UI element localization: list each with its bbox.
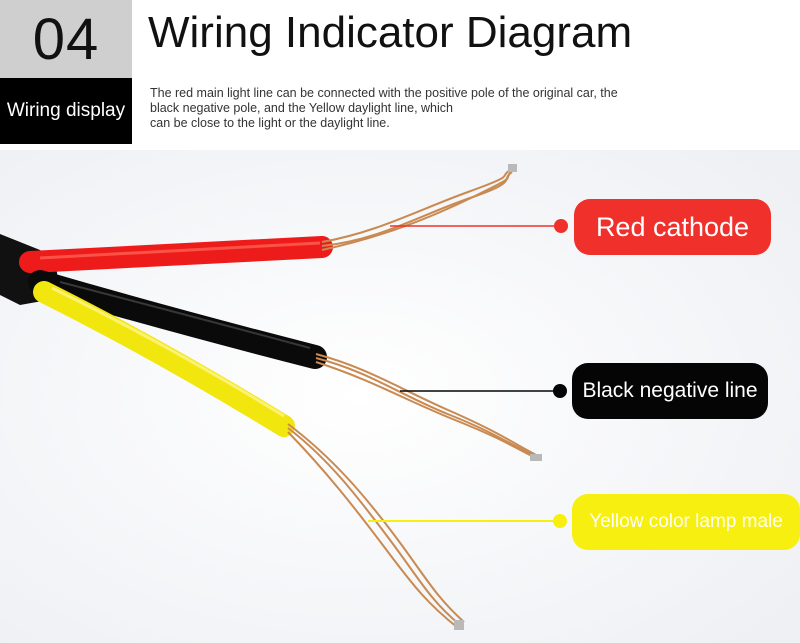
yellow-copper-strands	[287, 423, 465, 629]
red-leader-dot	[554, 219, 568, 233]
yellow-wire	[33, 281, 295, 437]
black-negative-label: Black negative line	[572, 363, 768, 419]
section-number: 04	[32, 6, 100, 72]
section-tag: Wiring display	[6, 100, 126, 121]
yellow-leader-dot	[553, 514, 567, 528]
black-wire-tip	[530, 454, 542, 461]
yellow-wire-highlight	[51, 286, 285, 418]
yellow-lamp-label: Yellow color lamp male	[572, 494, 800, 550]
red-wire-tip	[508, 164, 517, 172]
red-wire	[19, 236, 333, 273]
black-wire	[28, 270, 327, 369]
section-number-box: 04	[0, 0, 132, 78]
black-copper-strands	[315, 353, 541, 461]
yellow-wire-tip	[454, 620, 464, 630]
black-leader-dot	[553, 384, 567, 398]
section-tag-box: Wiring display	[0, 78, 132, 144]
black-wire-highlight	[59, 281, 311, 349]
description-line-3: can be close to the light or the dayligh…	[150, 116, 390, 130]
description: The red main light line can be connected…	[150, 86, 690, 131]
description-line-1: The red main light line can be connected…	[150, 86, 618, 100]
red-cathode-label: Red cathode	[574, 199, 771, 255]
page-title: Wiring Indicator Diagram	[148, 8, 633, 57]
red-wire-highlight	[39, 241, 321, 260]
description-line-2: black negative pole, and the Yellow dayl…	[150, 101, 453, 115]
red-copper-strands	[321, 169, 513, 251]
